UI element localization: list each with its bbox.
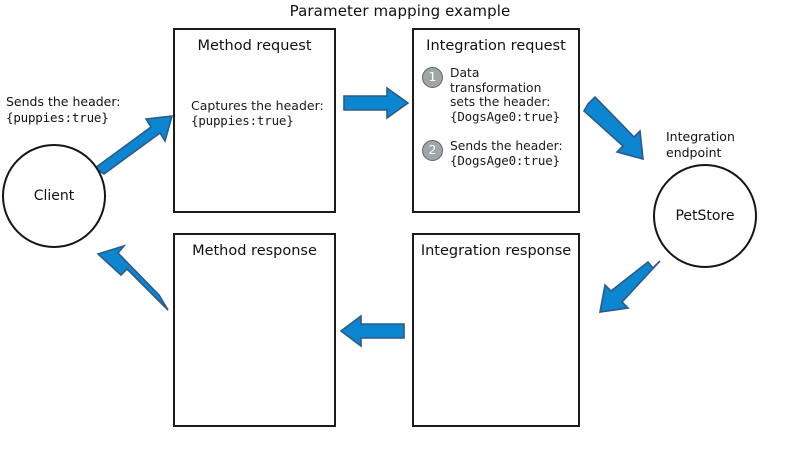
integration-endpoint-caption-line1: Integration: [666, 129, 735, 144]
step-1-text: Data transformation sets the header: {Do…: [450, 66, 572, 124]
method-request-body-code: {puppies:true}: [191, 113, 294, 128]
step-1-code: {DogsAge0:true}: [450, 108, 560, 124]
integration-response-title: Integration response: [420, 243, 572, 259]
client-caption-code: {puppies:true}: [6, 109, 109, 125]
step-2-text: Sends the header: {DogsAge0:true}: [450, 139, 563, 168]
method-response-box[interactable]: Method response: [173, 233, 336, 427]
integration-endpoint-label: PetStore: [675, 208, 735, 224]
arrow-method-request-to-integration-request: [343, 86, 410, 120]
integration-endpoint-caption: Integration endpoint: [666, 129, 735, 160]
method-request-box[interactable]: Method request Captures the header: {pup…: [173, 28, 336, 213]
method-request-body-line1: Captures the header:: [191, 98, 324, 113]
arrow-method-response-to-client: [96, 244, 169, 311]
step-1-line2: sets the header:: [450, 95, 551, 110]
arrow-integration-request-to-endpoint: [582, 95, 644, 161]
integration-request-box[interactable]: Integration request 1 Data transformatio…: [412, 28, 580, 213]
integration-request-title: Integration request: [426, 38, 566, 54]
method-request-body: Captures the header: {puppies:true}: [191, 98, 324, 128]
step-1-line1: Data transformation: [450, 66, 542, 95]
step-2-line1: Sends the header:: [450, 139, 563, 153]
method-response-title: Method response: [192, 243, 317, 259]
integration-response-box[interactable]: Integration response: [412, 233, 580, 427]
page-title: Parameter mapping example: [289, 2, 511, 20]
arrow-integration-response-to-method-response: [339, 314, 405, 348]
client-label: Client: [33, 188, 75, 204]
step-2-code: {DogsAge0:true}: [450, 152, 560, 168]
step-badge-1: 1: [422, 67, 443, 88]
client-caption: Sends the header: {puppies:true}: [6, 94, 120, 125]
integration-endpoint-caption-line2: endpoint: [666, 144, 722, 160]
method-request-title: Method request: [197, 38, 312, 54]
arrow-endpoint-to-integration-response: [599, 260, 661, 313]
arrow-client-to-method-request: [93, 115, 174, 175]
client-caption-line1: Sends the header:: [6, 94, 121, 109]
client-node[interactable]: Client: [2, 144, 106, 248]
step-badge-2: 2: [422, 140, 443, 161]
integration-request-step-2: 2 Sends the header: {DogsAge0:true}: [422, 139, 572, 168]
integration-endpoint-node[interactable]: PetStore: [653, 164, 757, 268]
integration-request-step-1: 1 Data transformation sets the header: {…: [422, 66, 572, 124]
